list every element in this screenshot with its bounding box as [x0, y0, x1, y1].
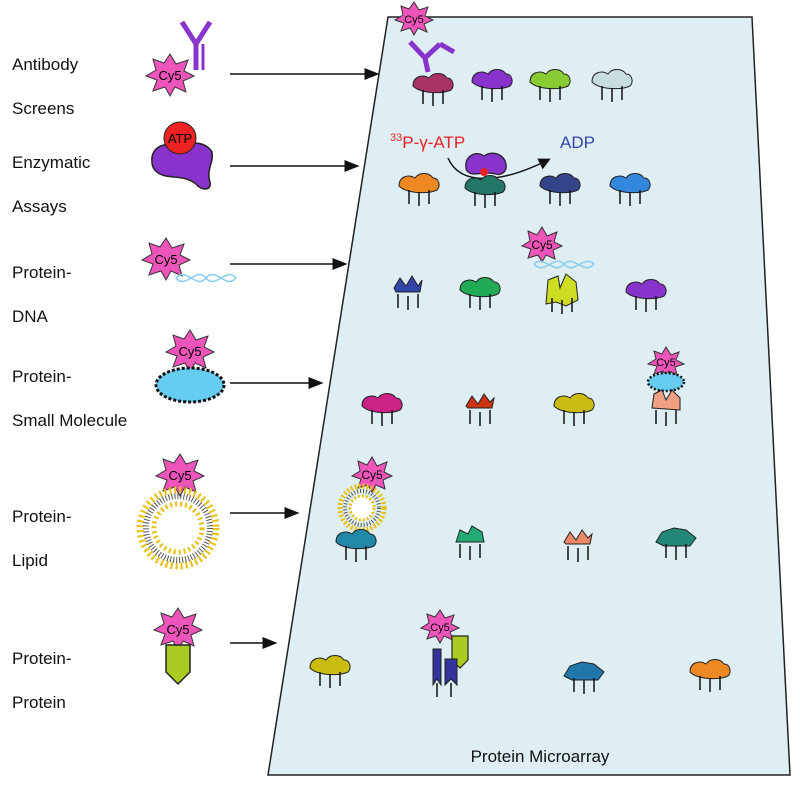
slide-caption: Protein Microarray	[471, 747, 610, 766]
enzyme-icon	[465, 152, 507, 176]
protein-spot	[432, 648, 458, 697]
protein-spot	[465, 393, 495, 427]
protein-spot	[655, 527, 697, 561]
label-line-1: Protein-	[12, 263, 72, 282]
product-label: ADP	[560, 133, 595, 152]
cy5-star-icon	[419, 609, 461, 645]
cy5-label: Cy5	[178, 344, 201, 359]
protein-spot	[455, 525, 485, 561]
label-protein-small-molecule: Protein- Small Molecule	[12, 344, 127, 454]
label-line-2: Screens	[12, 99, 75, 118]
label-protein-dna: Protein- DNA	[12, 240, 72, 350]
cy5-star-icon	[154, 453, 206, 498]
antibody-icon	[179, 20, 213, 70]
label-protein-protein: Protein- Protein	[12, 626, 72, 736]
small-molecule-icon	[646, 371, 686, 393]
small-molecule-icon	[154, 366, 226, 404]
cy5-label: Cy5	[166, 622, 189, 637]
label-line-1: Enzymatic	[12, 153, 91, 172]
cy5-star-icon	[140, 237, 192, 282]
dna-helix-icon	[175, 273, 237, 283]
atp-molecule-icon	[163, 121, 197, 155]
phosphate-icon	[480, 168, 488, 176]
protein-spot	[393, 275, 423, 311]
label-line-1: Protein-	[12, 649, 72, 668]
dna-helix-icon	[533, 260, 595, 269]
cy5-star-icon	[393, 1, 435, 37]
label-protein-lipid: Protein- Lipid	[12, 484, 72, 594]
protein-tag-icon	[165, 644, 191, 686]
cy5-label: Cy5	[531, 238, 553, 252]
substrate-text: P-γ-ATP	[402, 133, 465, 152]
label-line-2: DNA	[12, 307, 48, 326]
cy5-star-icon	[144, 53, 196, 98]
cy5-label: Cy5	[430, 622, 450, 634]
cy5-label: Cy5	[158, 68, 181, 83]
label-line-2: Small Molecule	[12, 411, 128, 430]
cy5-label: Cy5	[404, 14, 424, 26]
cy5-label: Cy5	[154, 252, 177, 267]
liposome-icon	[136, 486, 220, 570]
microarray-slide	[267, 16, 791, 776]
label-line-1: Protein-	[12, 367, 72, 386]
label-line-1: Antibody	[12, 55, 79, 74]
label-line-2: Assays	[12, 197, 67, 216]
protein-spot	[563, 661, 605, 695]
protein-spot	[545, 273, 579, 315]
isotope-superscript: 33	[390, 132, 402, 144]
atp-label: ATP	[168, 131, 192, 146]
label-line-2: Lipid	[12, 551, 48, 570]
label-line-2: Protein	[12, 693, 66, 712]
label-enzymatic: Enzymatic Assays	[12, 130, 90, 240]
protein-spot	[563, 529, 593, 563]
cy5-star-icon	[350, 456, 394, 494]
substrate-label: 33P-γ-ATP	[390, 132, 465, 152]
label-line-1: Protein-	[12, 507, 72, 526]
cy5-label: Cy5	[168, 468, 191, 483]
cy5-label: Cy5	[361, 468, 383, 482]
protein-spot	[651, 389, 681, 427]
label-antibody: Antibody Screens	[12, 32, 78, 142]
antibody-icon	[408, 40, 456, 73]
liposome-icon	[337, 483, 387, 533]
cy5-label: Cy5	[656, 357, 676, 369]
